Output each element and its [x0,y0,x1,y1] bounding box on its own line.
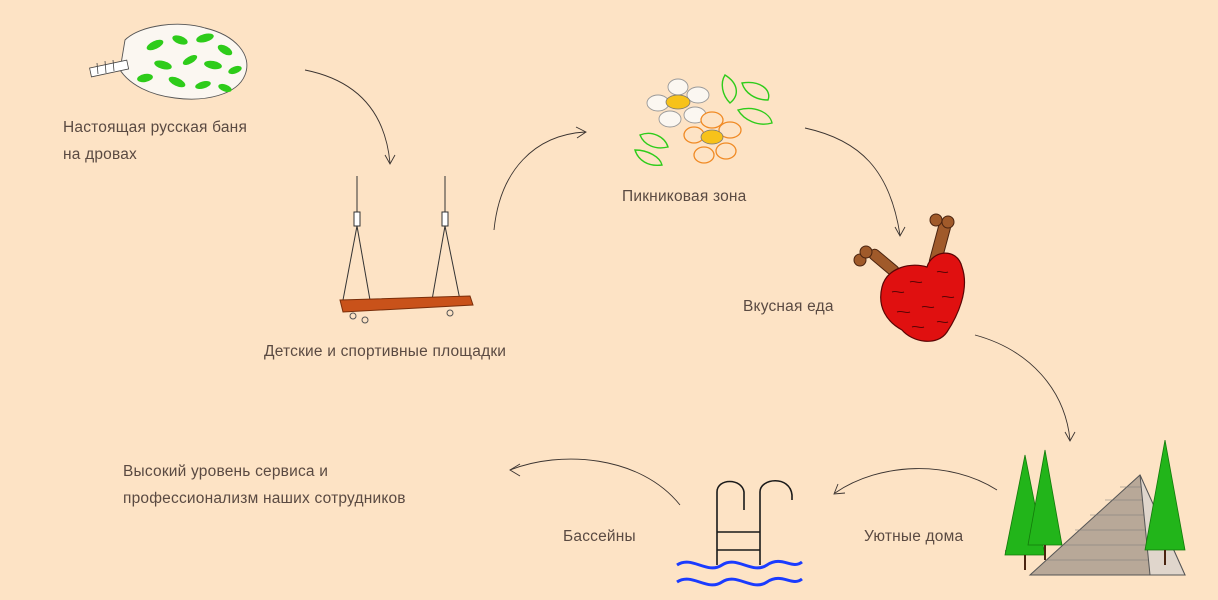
arrow-food-to-houses [974,334,1071,441]
arrow-banya-to-swing [304,69,391,164]
swing-icon [339,176,474,324]
arrow-pools-to-service [509,458,681,506]
pool-ladder-icon [676,480,803,587]
service-label: Высокий уровень сервиса и профессионализ… [123,463,406,507]
food-label: Вкусная еда [743,298,834,315]
houses-label: Уютные дома [864,528,964,545]
arrow-picnic-to-food [804,127,901,236]
meat-icon [853,213,966,342]
birch-broom-icon [89,23,248,100]
arrow-swing-to-picnic [493,131,586,231]
pools-label: Бассейны [563,528,636,545]
a-frame-house-icon [1004,440,1186,576]
flowers-icon [634,74,773,167]
picnic-label: Пикниковая зона [622,188,747,205]
arrow-houses-to-pools [834,468,998,494]
banya-label: Настоящая русская баня на дровах [63,119,248,163]
playground-label: Детские и спортивные площадки [264,343,507,360]
